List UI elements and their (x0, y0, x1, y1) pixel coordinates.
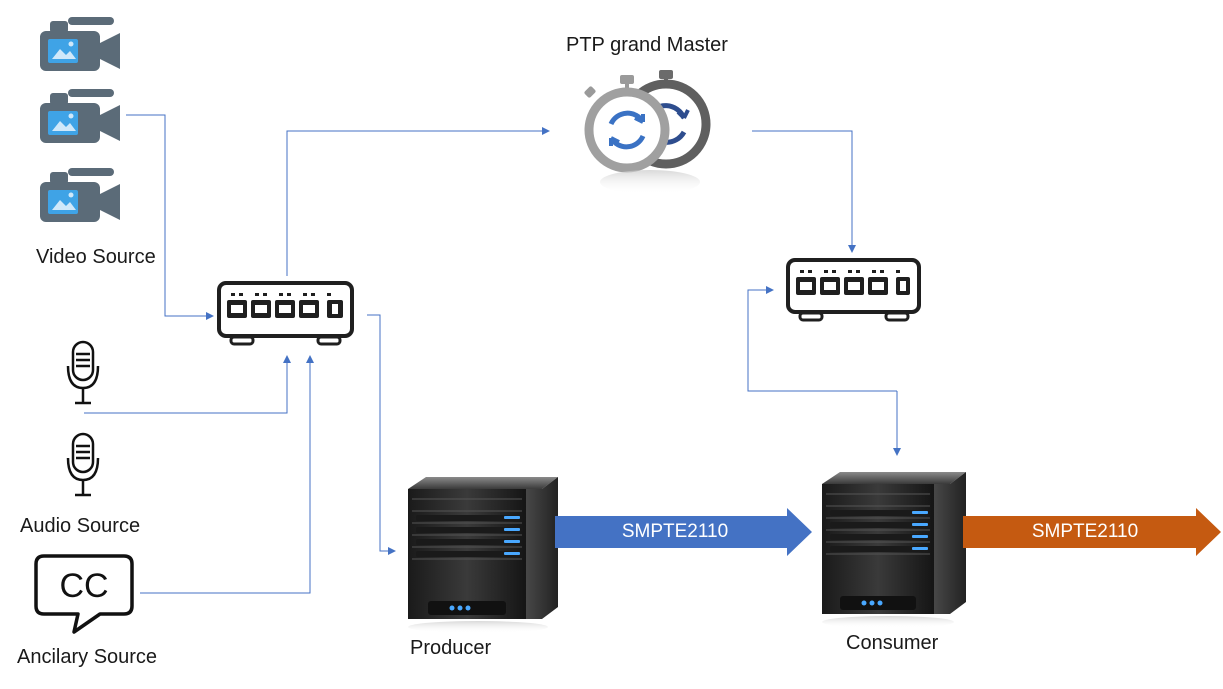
consumer-label: Consumer (846, 632, 939, 654)
audio-source-label: Audio Source (20, 515, 141, 537)
svg-text:CC: CC (59, 567, 108, 605)
producer-label: Producer (410, 637, 492, 659)
ptp-master-label: PTP grand Master (566, 34, 728, 56)
line-consumer-to-switch2 (747, 286, 897, 392)
line-audio-to-switch (84, 355, 291, 414)
line-cc-to-switch (140, 355, 314, 594)
server-tower-icon (822, 472, 966, 628)
line-video-to-switch (126, 114, 214, 320)
line-switch-to-ptp (286, 127, 550, 276)
video-camera-icon (40, 89, 120, 143)
smpte-arrow-blue (555, 508, 812, 556)
microphone-icon (66, 432, 100, 497)
server-tower-icon (408, 477, 558, 633)
ancillary-source-label: Ancilary Source (17, 646, 158, 668)
smpte-arrow-orange-label: SMPTE2110 (1031, 521, 1139, 542)
video-source-label: Video Source (36, 246, 156, 268)
closed-captions-icon: CC (34, 554, 134, 634)
network-switch-icon (786, 258, 921, 322)
smpte-arrow-blue-label: SMPTE2110 (621, 521, 729, 542)
line-switch-to-producer (367, 314, 396, 555)
microphone-icon (66, 340, 100, 405)
network-switch-icon (217, 281, 354, 346)
video-camera-icon (40, 17, 120, 71)
smpte-arrow-orange (963, 508, 1221, 556)
stopwatch-sync-icon (584, 70, 711, 194)
connector-lines (84, 114, 901, 594)
video-camera-icon (40, 168, 120, 222)
line-ptp-to-switch2 (752, 130, 856, 253)
